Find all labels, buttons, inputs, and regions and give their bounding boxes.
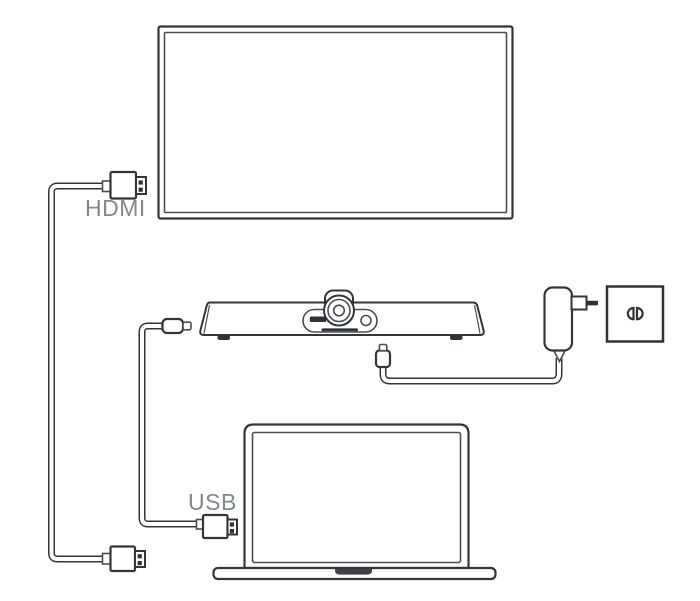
wall-outlet-icon [605,285,665,343]
hdmi-plug-icon [101,170,147,200]
adapter-strain-relief [552,349,567,364]
laptop-screen [251,431,462,564]
camera-lens [332,304,346,317]
speaker-slot-icon [321,328,358,332]
tv-screen [163,31,508,214]
plug-body [374,349,392,369]
video-bar-icon [199,289,485,340]
camera-lens-icon [323,289,355,327]
plug-body [161,317,185,335]
prong-base [570,295,588,311]
laptop-notch [335,569,372,575]
laptop-icon [212,423,497,581]
plug-body [109,545,137,573]
plug-tip [378,343,388,352]
hdmi-cable: HDMI [48,170,147,573]
bar-foot [450,335,463,340]
plug-tip [182,321,192,331]
power-connection [374,285,665,385]
outlet-hole-icon [635,306,644,321]
brand-logo-icon [309,316,327,322]
bar-left-bevel [203,304,211,334]
bar-foot [217,335,230,340]
power-adapter-icon [543,286,598,352]
outlet-plate [605,285,665,343]
plug-tip [134,550,146,568]
tv-display-icon [157,25,514,220]
plug-tip [226,518,238,536]
power-cord-line [379,358,563,385]
plug-tip [135,176,147,195]
led-indicator-icon [360,314,372,327]
plug-body [201,513,229,540]
hdmi-cable-line [48,182,106,563]
usb-cable: USB [138,317,238,540]
power-prong-icon [586,300,598,306]
usb-a-plug-icon [195,513,238,540]
hdmi-label: HDMI [85,195,146,221]
usb-c-plug-icon [161,317,192,335]
usb-label: USB [188,489,237,515]
outlet-hole-icon [626,306,635,321]
usb-c-plug-icon [374,343,392,369]
bar-right-bevel [473,304,481,334]
adapter-body [543,286,574,352]
hdmi-plug-icon [101,545,146,573]
